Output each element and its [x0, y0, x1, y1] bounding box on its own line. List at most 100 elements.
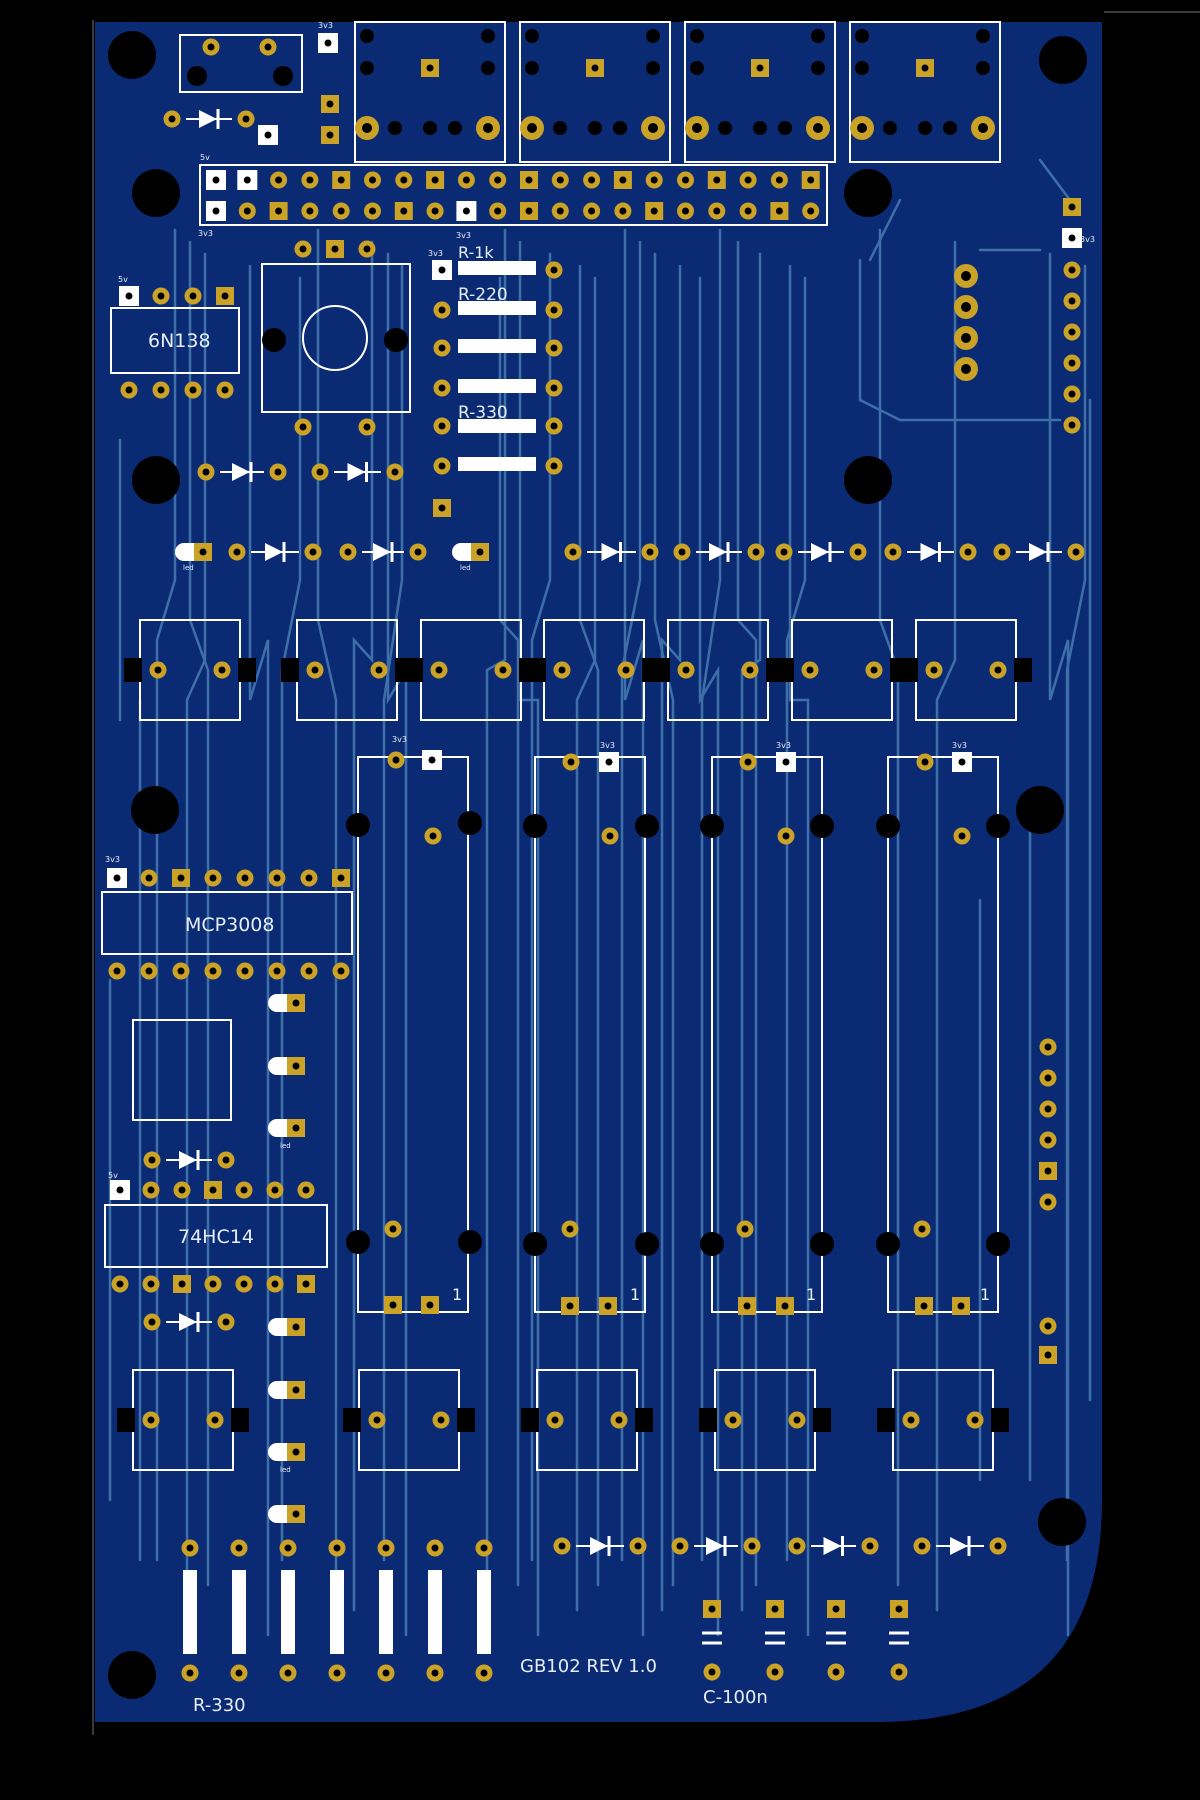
drill-hole — [854, 548, 862, 556]
mounting-hole — [346, 1230, 370, 1254]
switch-outline — [132, 1019, 232, 1121]
mounting-hole — [613, 121, 627, 135]
drill-hole — [692, 123, 702, 133]
diode-body — [1029, 543, 1047, 561]
drill-hole — [222, 1156, 230, 1164]
mounting-hole — [448, 121, 462, 135]
resistor-body — [281, 1570, 295, 1654]
drill-hole — [462, 207, 470, 215]
drill-hole — [978, 123, 988, 133]
drill-hole — [426, 64, 434, 72]
drill-hole — [222, 1318, 230, 1326]
voltage-label: 3v3 — [456, 231, 471, 240]
mounting-hole — [458, 1230, 482, 1254]
drill-hole — [1072, 548, 1080, 556]
drill-hole — [275, 207, 283, 215]
diode-body — [179, 1151, 197, 1169]
drill-hole — [292, 1124, 300, 1132]
trace — [788, 264, 810, 1637]
mounting-hole — [844, 456, 892, 504]
drill-hole — [781, 1302, 789, 1310]
drill-hole — [771, 1605, 779, 1613]
drill-hole — [438, 504, 446, 512]
drill-hole — [333, 1544, 341, 1552]
mounting-hole — [273, 66, 293, 86]
drill-hole — [569, 548, 577, 556]
drill-hole — [964, 548, 972, 556]
drill-hole — [494, 176, 502, 184]
voltage-label: 3v3 — [105, 855, 120, 864]
voltage-label: 3v3 — [1080, 235, 1095, 244]
led-label: led — [280, 1466, 291, 1474]
drill-hole — [806, 666, 814, 674]
mounting-hole — [753, 121, 767, 135]
drill-hole — [961, 271, 971, 281]
mounting-hole — [553, 121, 567, 135]
drill-hole — [775, 207, 783, 215]
component-pads — [107, 33, 1085, 1682]
drill-hole — [373, 1416, 381, 1424]
drill-hole — [682, 666, 690, 674]
drill-hole — [1044, 1105, 1052, 1113]
drill-hole — [480, 1669, 488, 1677]
drill-hole — [145, 967, 153, 975]
drill-hole — [437, 1416, 445, 1424]
resistor-body — [458, 339, 536, 353]
drill-hole — [212, 176, 220, 184]
drill-hole — [211, 1416, 219, 1424]
trace — [878, 228, 900, 1587]
drill-hole — [438, 344, 446, 352]
mounting-hole — [918, 121, 932, 135]
switch-tab — [281, 658, 299, 682]
ic-label-mcp3008: MCP3008 — [185, 914, 274, 936]
drill-hole — [1068, 359, 1076, 367]
drill-hole — [1044, 1322, 1052, 1330]
drill-hole — [178, 1280, 186, 1288]
drill-hole — [476, 548, 484, 556]
resistor-body — [183, 1570, 197, 1654]
drill-hole — [438, 422, 446, 430]
drill-hole — [305, 874, 313, 882]
drill-hole — [780, 548, 788, 556]
drill-hole — [648, 123, 658, 133]
trace — [620, 240, 642, 1562]
drill-hole — [1044, 1043, 1052, 1051]
drill-hole — [462, 176, 470, 184]
drill-hole — [389, 1225, 397, 1233]
diode-body — [347, 463, 366, 481]
mounting-hole — [481, 29, 495, 43]
switch-tab — [1014, 658, 1032, 682]
trace — [248, 264, 270, 1637]
mounting-hole — [132, 456, 180, 504]
drill-hole — [209, 1186, 217, 1194]
diodes — [166, 109, 1062, 1556]
socket-outline — [849, 21, 1001, 163]
drill-hole — [221, 292, 229, 300]
switch-tab — [528, 658, 546, 682]
drill-hole — [302, 1280, 310, 1288]
mounting-hole — [388, 121, 402, 135]
drill-hole — [619, 176, 627, 184]
drill-hole — [209, 967, 217, 975]
drill-hole — [344, 548, 352, 556]
silkscreen-outlines — [101, 21, 1001, 1313]
resistor-body — [458, 457, 536, 471]
drill-hole — [435, 666, 443, 674]
drill-hole — [480, 1544, 488, 1552]
mounting-hole — [187, 66, 207, 86]
drill-hole — [333, 1669, 341, 1677]
capacitor-bank-label: C-100n — [703, 1687, 768, 1708]
drill-hole — [958, 758, 966, 766]
voltage-label: 3v3 — [198, 229, 213, 238]
drill-hole — [438, 306, 446, 314]
drill-hole — [918, 1542, 926, 1550]
drill-hole — [221, 386, 229, 394]
pin1-marker: 1 — [806, 1285, 816, 1304]
drill-hole — [741, 1225, 749, 1233]
drill-hole — [189, 386, 197, 394]
drill-hole — [682, 176, 689, 184]
drill-hole — [311, 666, 319, 674]
drill-hole — [775, 176, 783, 184]
mounting-hole — [588, 121, 602, 135]
voltage-label: 3v3 — [952, 741, 967, 750]
